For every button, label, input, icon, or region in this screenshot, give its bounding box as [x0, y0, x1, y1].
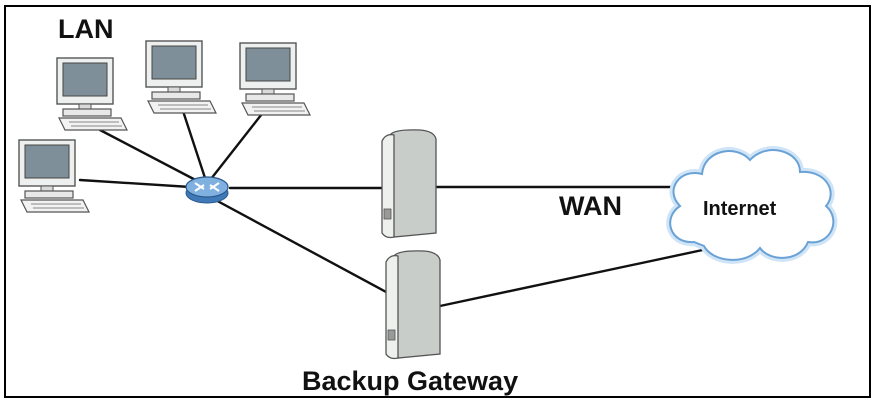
link-pc2-hub [180, 106, 209, 186]
backup-gateway-label: Backup Gateway [302, 366, 518, 396]
link-pc4-hub [78, 178, 208, 190]
backup-gateway-device-icon [385, 250, 441, 360]
lan-computer-4-icon [18, 139, 90, 213]
link-pc1-hub [98, 128, 209, 188]
lan-label: LAN [58, 14, 114, 44]
lan-computer-3-icon [239, 42, 311, 116]
link-pc3-hub [205, 108, 267, 186]
internet-cloud-icon [666, 146, 838, 264]
link-backup-internet [438, 246, 714, 308]
lan-computer-2-icon [145, 40, 217, 114]
internet-label: Internet [703, 198, 777, 220]
lan-computer-1-icon [56, 57, 128, 131]
gateway-device-icon [381, 129, 437, 239]
link-hub-backup [208, 195, 390, 295]
wan-label: WAN [559, 191, 622, 221]
switch-hub-icon [185, 176, 229, 204]
network-links [78, 106, 714, 308]
diagram-frame [4, 5, 871, 398]
